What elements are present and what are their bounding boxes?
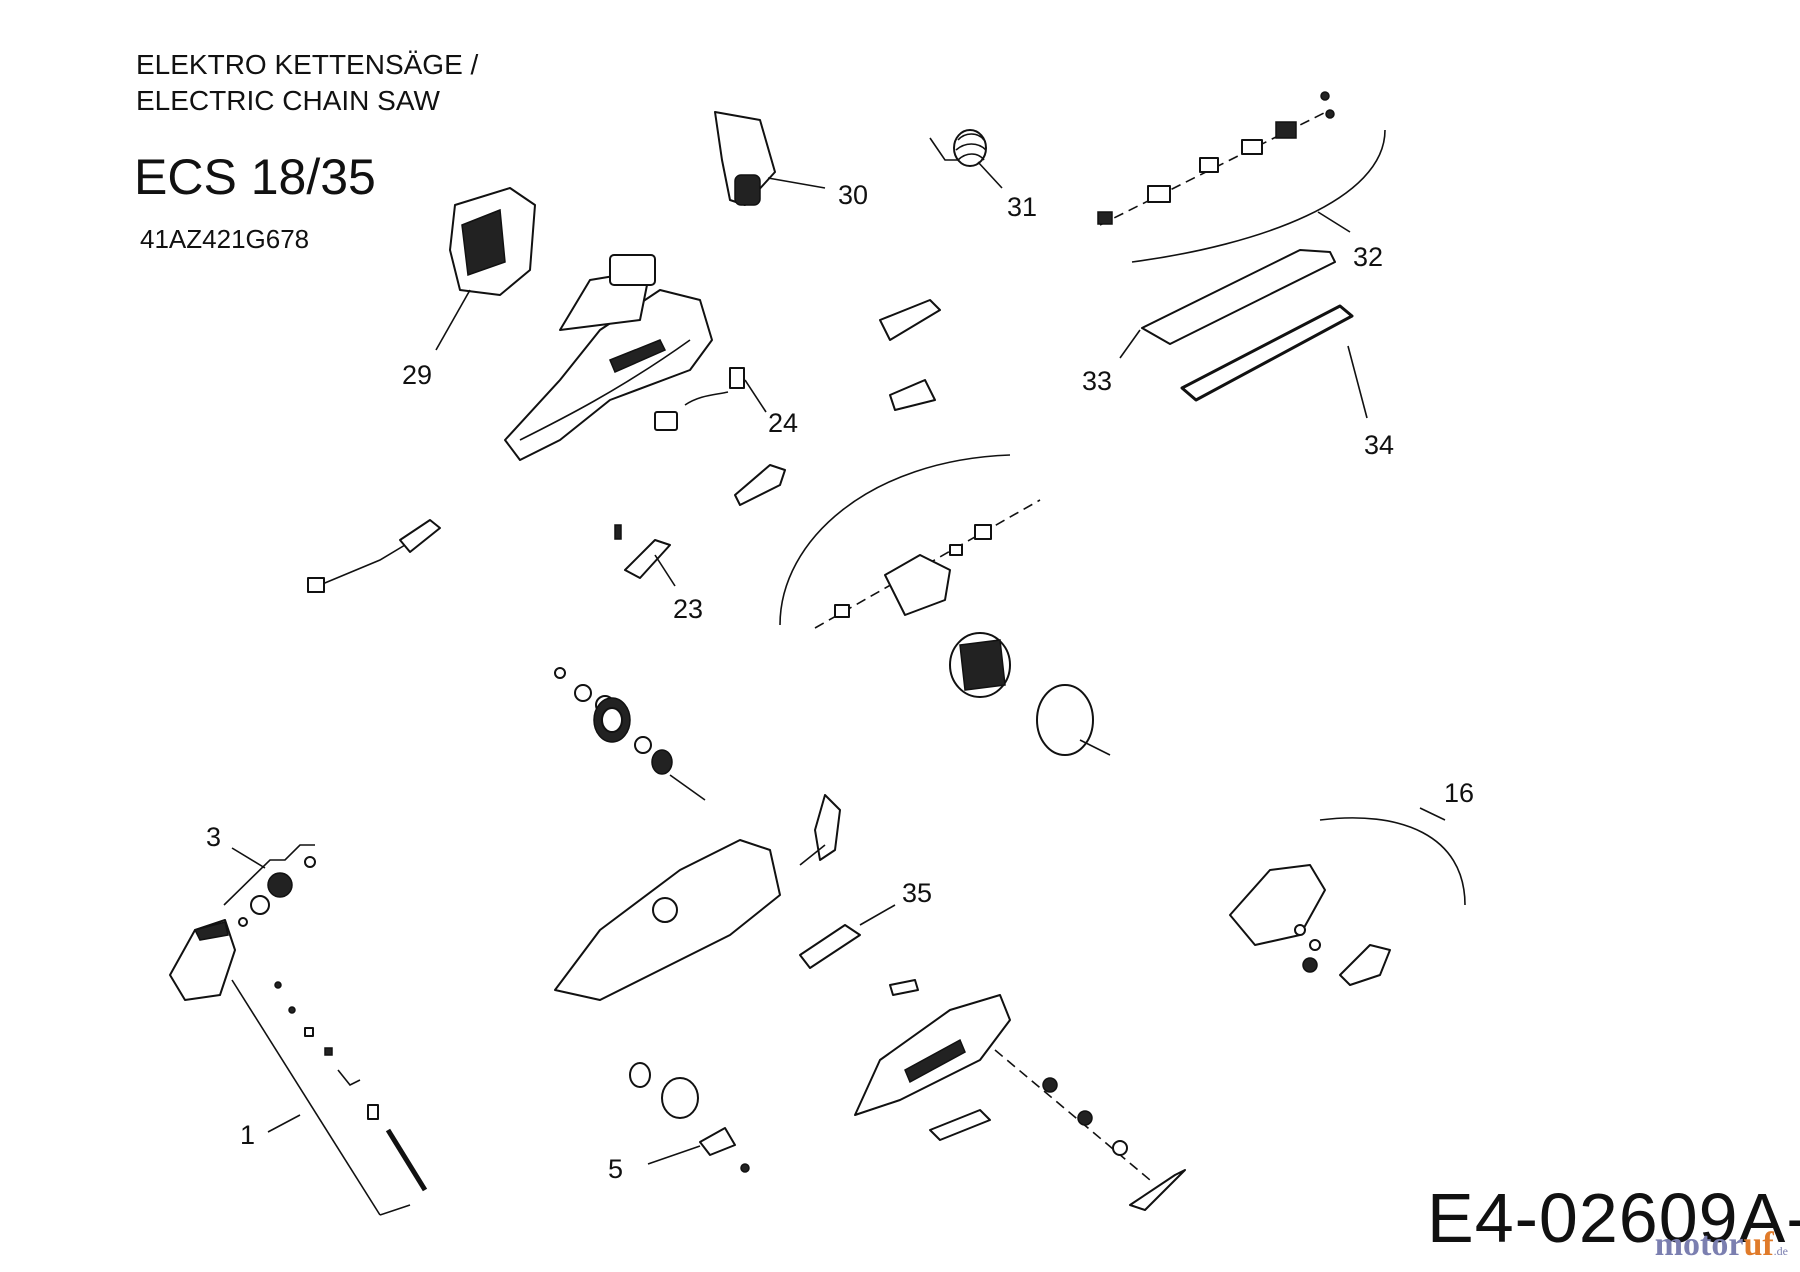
callout-29: 29	[402, 360, 433, 390]
part-guide-bar	[1119, 249, 1336, 359]
part-spring	[929, 129, 1003, 189]
part-gear-cover	[1229, 807, 1466, 986]
part-gear-assembly	[554, 667, 706, 801]
callout-16: 16	[1444, 778, 1475, 808]
part-oil-tank-assembly	[169, 919, 428, 1216]
part-switch	[654, 367, 767, 431]
part-saw-body	[554, 794, 841, 1001]
part-cover-fasteners	[994, 1049, 1186, 1211]
part-oil-pump-assembly	[1097, 91, 1386, 263]
callout-31: 31	[1007, 192, 1038, 222]
diagram-reference-code: E4-02609A-01	[1427, 1179, 1800, 1257]
model-name: ECS 18/35	[134, 149, 376, 205]
callout-30: 30	[838, 180, 869, 210]
part-trigger-pieces	[734, 299, 941, 506]
callout-35: 35	[902, 878, 933, 908]
part-oil-cap-set	[223, 844, 316, 927]
part-power-cord	[307, 519, 441, 593]
callout-1: 1	[240, 1120, 256, 1150]
part-handle-guard	[435, 187, 536, 351]
callout-5: 5	[608, 1154, 624, 1184]
callout-33: 33	[1082, 366, 1113, 396]
part-number: 41AZ421G678	[140, 224, 310, 254]
title-line-en: ELECTRIC CHAIN SAW	[136, 85, 440, 116]
part-brake-lever	[714, 111, 826, 206]
part-motor-assembly	[779, 454, 1111, 756]
part-sprocket-cover	[854, 979, 1011, 1141]
part-switch-lock	[614, 524, 676, 587]
callout-24: 24	[768, 408, 799, 438]
callout-32: 32	[1353, 242, 1384, 272]
part-motor-housing-left	[504, 254, 713, 461]
part-drive-sprocket	[629, 1062, 750, 1173]
watermark-logo: motoruf.de	[1654, 1226, 1788, 1263]
part-saw-chain	[1180, 304, 1368, 419]
callout-23: 23	[673, 594, 704, 624]
title-line-de: ELEKTRO KETTENSÄGE /	[136, 49, 479, 80]
callout-3: 3	[206, 822, 222, 852]
part-chain-tensioner	[799, 904, 896, 969]
callout-34: 34	[1364, 430, 1395, 460]
